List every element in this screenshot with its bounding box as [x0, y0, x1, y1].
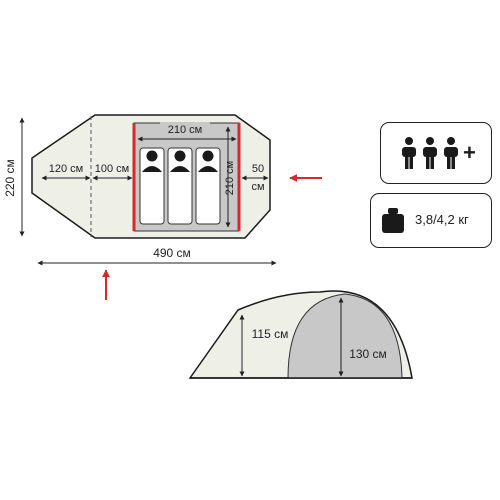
capacity-box: + [380, 122, 492, 184]
weight-icon [382, 208, 404, 233]
persons-icon: + [402, 137, 476, 169]
person-3-icon [444, 137, 458, 169]
sleeper-3-head-icon [202, 150, 214, 162]
capacity-plus: + [463, 140, 476, 165]
tent-side-view: 115 см 130 см [188, 290, 413, 379]
sleeping-bag-2 [167, 147, 193, 225]
weight-box: 3,8/4,2 кг [370, 193, 492, 248]
total-width-label: 220 см [3, 159, 17, 197]
person-1-icon [402, 137, 416, 169]
person-2-icon [423, 137, 437, 169]
sleeping-bag-3 [195, 147, 221, 225]
tent-top-view: 210 см 210 см 120 см 100 см 50 см 220 см… [3, 114, 322, 300]
rear-vestibule-label: 50 [252, 163, 264, 175]
tent-inner-dome [287, 293, 403, 379]
vestibule-length-label: 120 см [49, 163, 83, 175]
middle-section-length-label: 100 см [95, 163, 129, 175]
entrance-height-label: 115 см [252, 327, 289, 341]
inner-tent-length-label: 210 см [168, 124, 202, 136]
inner-tent-width-label: 210 см [224, 161, 236, 195]
sleeping-bag-1 [139, 147, 165, 225]
inner-height-label: 130 см [349, 347, 387, 361]
weight-label: 3,8/4,2 кг [415, 212, 469, 227]
sleeper-2-head-icon [174, 150, 186, 162]
sleeper-1-head-icon [146, 150, 158, 162]
rear-vestibule-unit: см [251, 181, 264, 193]
total-length-label: 490 см [153, 246, 191, 260]
